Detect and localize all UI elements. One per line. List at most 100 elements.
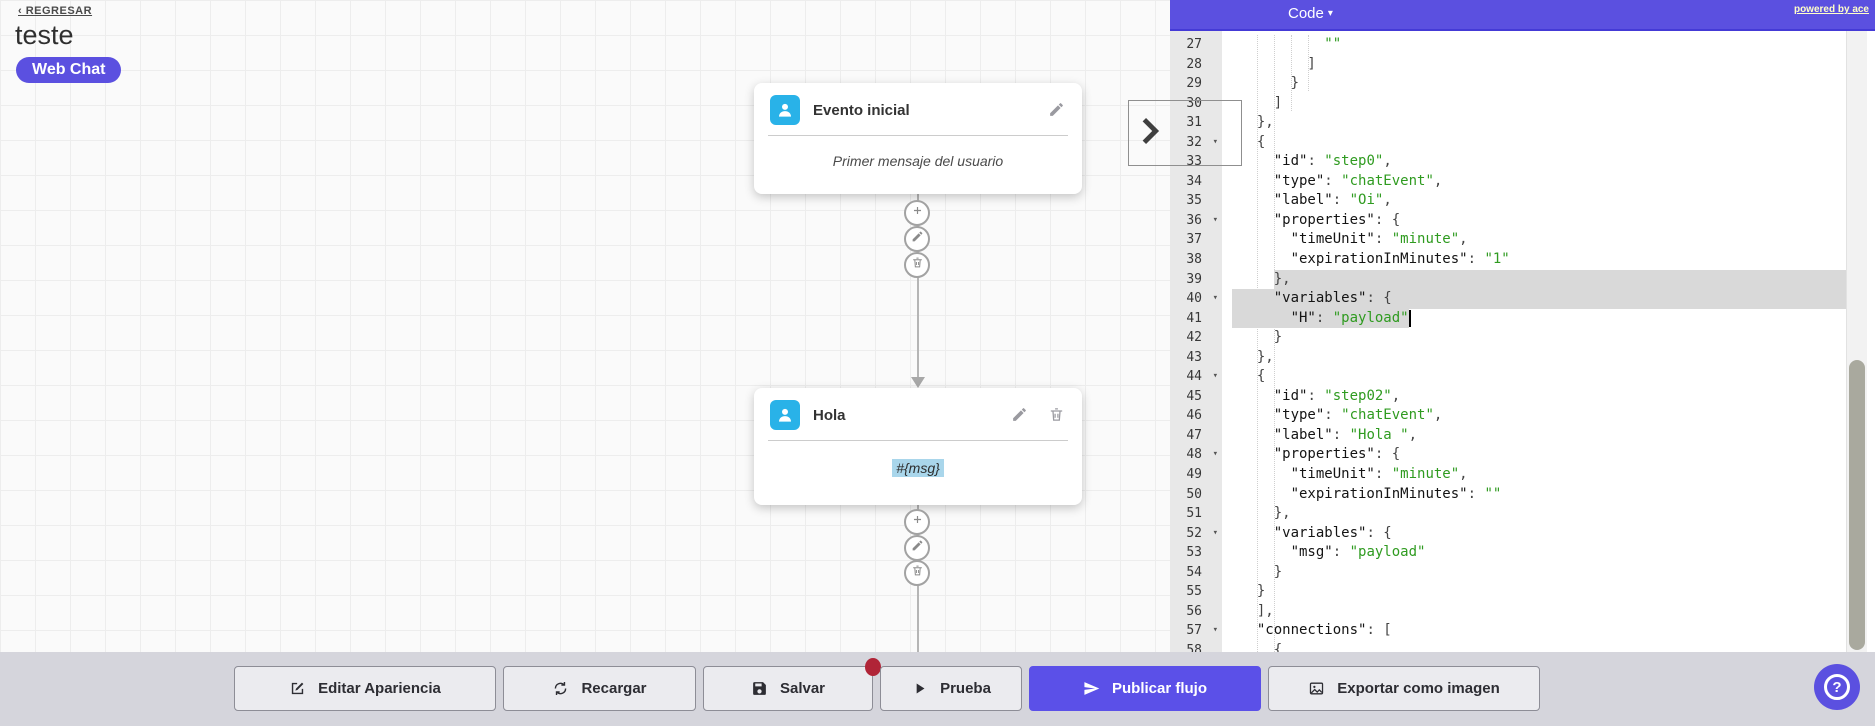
code-line[interactable]: "properties": { xyxy=(1273,211,1401,228)
play-icon xyxy=(911,680,928,697)
edit-appearance-button[interactable]: Editar Apariencia xyxy=(234,666,496,711)
code-line[interactable]: }, xyxy=(1240,348,1274,365)
node-title: Hola xyxy=(813,406,846,424)
gutter-line-number: 39 xyxy=(1186,271,1202,287)
export-image-button[interactable]: Exportar como imagen xyxy=(1268,666,1540,711)
code-line[interactable]: "timeUnit": "minute", xyxy=(1290,231,1468,248)
fold-toggle-icon[interactable]: ▾ xyxy=(1212,371,1218,382)
plus-icon xyxy=(911,513,924,531)
code-line[interactable]: "type": "chatEvent", xyxy=(1273,407,1443,424)
gutter-line-number: 50 xyxy=(1186,486,1202,502)
fold-toggle-icon[interactable]: ▾ xyxy=(1212,214,1218,225)
code-line[interactable]: { xyxy=(1240,133,1266,150)
fold-toggle-icon[interactable]: ▾ xyxy=(1212,136,1218,147)
code-line[interactable]: "expirationInMinutes": "1" xyxy=(1290,251,1510,268)
delete-node-button[interactable] xyxy=(1048,406,1066,424)
connector-line xyxy=(917,194,919,378)
fold-toggle-icon[interactable]: ▾ xyxy=(1212,625,1218,636)
fold-toggle-icon[interactable]: ▾ xyxy=(1212,293,1218,304)
gutter-line-number: 56 xyxy=(1186,603,1202,619)
fold-toggle-icon[interactable]: ▾ xyxy=(1212,449,1218,460)
code-line[interactable]: { xyxy=(1240,641,1283,652)
selection-highlight xyxy=(1231,289,1846,309)
delete-connection-button[interactable] xyxy=(904,560,930,586)
test-button[interactable]: Prueba xyxy=(880,666,1022,711)
pencil-icon xyxy=(911,230,924,248)
code-line[interactable]: } xyxy=(1240,75,1300,92)
button-label: Prueba xyxy=(940,680,991,697)
code-line[interactable]: "msg": "payload" xyxy=(1290,544,1426,561)
help-button[interactable]: ? xyxy=(1814,664,1860,710)
publish-button[interactable]: Publicar flujo xyxy=(1029,666,1261,711)
code-line[interactable]: }, xyxy=(1240,114,1274,131)
gutter-line-number: 45 xyxy=(1186,388,1202,404)
gutter-line-number: 46 xyxy=(1186,408,1202,424)
code-line[interactable]: "label": "Hola ", xyxy=(1273,426,1418,443)
code-line[interactable]: } xyxy=(1240,563,1283,580)
code-line[interactable]: }, xyxy=(1240,270,1291,287)
gutter-line-number: 55 xyxy=(1186,584,1202,600)
gutter-line-number: 32▾ xyxy=(1170,133,1222,153)
gutter-line-number: 28 xyxy=(1186,56,1202,72)
add-step-button[interactable] xyxy=(904,200,930,226)
code-line[interactable]: "connections": [ xyxy=(1256,622,1392,639)
gutter-line-number: 44▾ xyxy=(1170,367,1222,387)
code-line[interactable]: "properties": { xyxy=(1273,446,1401,463)
gutter-line-number: 42 xyxy=(1186,330,1202,346)
code-line[interactable]: { xyxy=(1240,368,1266,385)
flow-title: teste xyxy=(15,20,74,50)
gutter-line-number: 31 xyxy=(1186,115,1202,131)
code-line[interactable]: ] xyxy=(1240,94,1283,111)
editor-scrollbar[interactable] xyxy=(1846,31,1867,652)
send-icon xyxy=(1083,680,1100,697)
code-line[interactable]: } xyxy=(1240,583,1266,600)
editor-content[interactable]: "" ] } ] }, { "id": "step0", "type": "ch… xyxy=(1222,31,1875,652)
code-line[interactable]: "label": "Oi", xyxy=(1273,192,1392,209)
code-line[interactable]: ] xyxy=(1240,55,1316,72)
edit-node-button[interactable] xyxy=(1011,406,1029,424)
gutter-line-number: 58 xyxy=(1186,642,1202,652)
powered-by-ace-link[interactable]: powered by ace xyxy=(1793,4,1869,15)
gutter-line-number: 54 xyxy=(1186,564,1202,580)
gutter-line-number: 41 xyxy=(1186,310,1202,326)
code-line[interactable]: "H": "payload" xyxy=(1290,309,1409,326)
button-label: Publicar flujo xyxy=(1111,680,1207,697)
button-label: Recargar xyxy=(581,680,647,697)
code-line[interactable]: }, xyxy=(1240,505,1291,522)
code-line[interactable]: ], xyxy=(1240,602,1274,619)
bottom-toolbar: Editar Apariencia Recargar Salvar Prueba Pub… xyxy=(0,652,1875,726)
gutter-line-number: 36▾ xyxy=(1170,211,1222,231)
edit-connection-button[interactable] xyxy=(904,226,930,252)
back-link[interactable]: ‹ REGRESAR xyxy=(18,5,93,17)
person-icon xyxy=(770,95,800,125)
fold-toggle-icon[interactable]: ▾ xyxy=(1212,527,1218,538)
code-mode-dropdown[interactable]: Code▾ xyxy=(1288,5,1333,22)
node-hola[interactable]: Hola #{msg} xyxy=(754,388,1082,505)
code-line[interactable]: "expirationInMinutes": "" xyxy=(1290,485,1502,502)
code-line[interactable]: "id": "step0", xyxy=(1273,153,1392,170)
trash-icon xyxy=(1048,406,1066,423)
flow-canvas[interactable]: ‹ REGRESAR teste Web Chat Evento inicial… xyxy=(0,0,1170,652)
edit-node-button[interactable] xyxy=(1048,101,1066,119)
save-button[interactable]: Salvar xyxy=(703,658,881,711)
code-line[interactable]: "id": "step02", xyxy=(1273,387,1401,404)
code-line[interactable]: } xyxy=(1240,329,1283,346)
reload-button[interactable]: Recargar xyxy=(503,666,696,711)
code-line[interactable]: "" xyxy=(1324,36,1342,52)
code-line[interactable]: "variables": { xyxy=(1273,524,1392,541)
scrollbar-thumb[interactable] xyxy=(1849,360,1865,650)
code-line[interactable]: "type": "chatEvent", xyxy=(1273,172,1443,189)
node-evento-inicial[interactable]: Evento inicial Primer mensaje del usuari… xyxy=(754,83,1082,194)
unsaved-changes-dot xyxy=(865,658,881,676)
text-cursor xyxy=(1408,309,1411,327)
add-step-button[interactable] xyxy=(904,509,930,535)
code-line[interactable]: "variables": { xyxy=(1273,290,1392,307)
delete-connection-button[interactable] xyxy=(904,252,930,278)
code-line[interactable]: "timeUnit": "minute", xyxy=(1290,466,1468,483)
gutter-line-number: 47 xyxy=(1186,427,1202,443)
edit-connection-button[interactable] xyxy=(904,535,930,561)
panel-collapse-toggle[interactable] xyxy=(1128,100,1242,166)
